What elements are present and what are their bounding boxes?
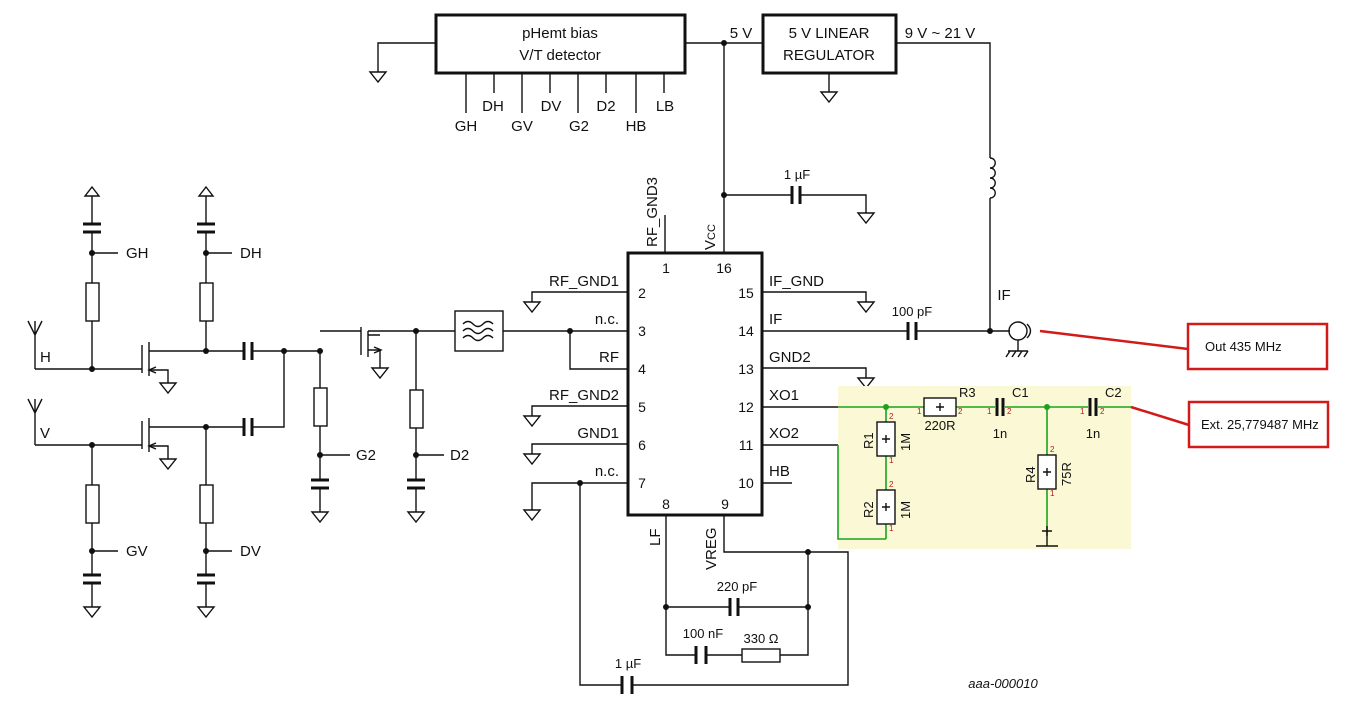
- bias-out-dv: DV: [541, 98, 562, 115]
- bias-out-dh: DH: [482, 98, 504, 115]
- cap-lf2-value: 100 nF: [683, 626, 724, 641]
- ic-pin-3: 3: [638, 323, 646, 339]
- bias-out-g2: G2: [569, 118, 589, 135]
- c2-pin-right: 2: [1100, 407, 1105, 416]
- ic-pin-rf-gnd2-name: RF_GND2: [549, 387, 619, 404]
- ic-pin-13: 13: [738, 361, 754, 377]
- ic-pin-nc3-name: n.c.: [595, 311, 619, 328]
- ic-lf-label: LF: [647, 528, 664, 546]
- ic-pin-xo1-name: XO1: [769, 387, 799, 404]
- c2-ref: C2: [1105, 385, 1122, 400]
- input-label-h: H: [40, 349, 51, 366]
- c2-pin-left: 1: [1080, 407, 1085, 416]
- ic-pin-xo2-name: XO2: [769, 425, 799, 442]
- r2-pin-bottom: 1: [889, 524, 894, 533]
- ic-pin-rf-gnd1-name: RF_GND1: [549, 273, 619, 290]
- cap-bottom-value: 1 µF: [615, 656, 641, 671]
- input-label-v: V: [40, 425, 50, 442]
- ic-pin-8: 8: [662, 496, 670, 512]
- bias-out-lb: LB: [656, 98, 674, 115]
- bias-block-subtitle: V/T detector: [519, 47, 600, 64]
- res-lf-value: 330 Ω: [743, 631, 778, 646]
- ic-pin-9: 9: [721, 496, 729, 512]
- r4-value: 75R: [1059, 462, 1074, 486]
- cap-vcc-value: 1 µF: [784, 167, 810, 182]
- ic-vcc-label: VCC: [702, 224, 719, 250]
- ic-pin-12: 12: [738, 399, 754, 415]
- callout-ext-box: [1187, 400, 1330, 449]
- ic-pin-if-name: IF: [769, 311, 782, 328]
- cap-if-value: 100 pF: [892, 304, 933, 319]
- r3-ref: R3: [959, 385, 976, 400]
- rail-5v-label: 5 V: [730, 25, 753, 42]
- r1-ref: R1: [861, 432, 876, 449]
- supply-range-label: 9 V ~ 21 V: [905, 25, 975, 42]
- bias-out-hb: HB: [626, 118, 647, 135]
- callout-ext-text: Ext. 25,779487 MHz: [1201, 417, 1319, 432]
- regulator-title: 5 V LINEAR: [789, 25, 870, 42]
- bias-label-d2: D2: [450, 447, 469, 464]
- bias-out-gv: GV: [511, 118, 533, 135]
- bias-out-d2: D2: [596, 98, 615, 115]
- ic-pin-rf-gnd3-label: RF_GND3: [644, 177, 661, 247]
- ic-pin-if-gnd-name: IF_GND: [769, 273, 824, 290]
- r1-pin-bottom: 1: [889, 456, 894, 465]
- ic-vreg-label: VREG: [703, 527, 720, 570]
- ic-pin-4: 4: [638, 361, 646, 377]
- ic-pin-15: 15: [738, 285, 754, 301]
- ic-body: RF_GND3 VCC 1 16 8 9 LF VREG 2 3 4 5 6 7…: [626, 177, 764, 570]
- bias-block-title: pHemt bias: [522, 25, 598, 42]
- regulator-subtitle: REGULATOR: [783, 47, 875, 64]
- ic-pin-rf-name: RF: [599, 349, 619, 366]
- r3-pin-left: 1: [917, 407, 922, 416]
- c2-value: 1n: [1086, 426, 1100, 441]
- ic-pin-2: 2: [638, 285, 646, 301]
- if-output-label: IF: [997, 287, 1010, 304]
- r2-ref: R2: [861, 501, 876, 518]
- ic-pin-nc7-name: n.c.: [595, 463, 619, 480]
- ic-pin-6: 6: [638, 437, 646, 453]
- c1-pin-right: 2: [1007, 407, 1012, 416]
- ic-pin-11: 11: [739, 437, 754, 453]
- c1-pin-left: 1: [987, 407, 992, 416]
- ic-pin-gnd1-name: GND1: [577, 425, 619, 442]
- r3-value: 220R: [924, 418, 955, 433]
- ic-pin-gnd2-name: GND2: [769, 349, 811, 366]
- r1-pin-top: 2: [889, 412, 894, 421]
- bias-label-dh: DH: [240, 245, 262, 262]
- bias-label-gv: GV: [126, 543, 148, 560]
- bias-label-gh: GH: [126, 245, 149, 262]
- r1-value: 1M: [898, 433, 913, 451]
- callout-out-text: Out 435 MHz: [1205, 339, 1282, 354]
- bias-out-gh: GH: [455, 118, 478, 135]
- r2-pin-top: 2: [889, 480, 894, 489]
- bias-detector-block: pHemt bias V/T detector GH DH GV DV G2 D…: [368, 13, 687, 135]
- r4-pin-top: 2: [1050, 445, 1055, 454]
- c1-ref: C1: [1012, 385, 1029, 400]
- if-connector: [1008, 321, 1028, 341]
- r4-pin-bottom: 1: [1050, 489, 1055, 498]
- ic-pin-hb-name: HB: [769, 463, 790, 480]
- ic-pin-5: 5: [638, 399, 646, 415]
- ic-pin-1: 1: [662, 260, 670, 276]
- c1-value: 1n: [993, 426, 1007, 441]
- figure-id: aaa-000010: [968, 676, 1038, 691]
- r4-ref: R4: [1023, 466, 1038, 483]
- bias-label-g2: G2: [356, 447, 376, 464]
- bias-label-dv: DV: [240, 543, 261, 560]
- ic-pin-16: 16: [716, 260, 732, 276]
- rf-bandpass-filter: [454, 310, 504, 352]
- ic-pin-10: 10: [738, 475, 754, 491]
- linear-regulator: 5 V LINEAR REGULATOR: [761, 13, 898, 104]
- ic-pin-14: 14: [738, 323, 754, 339]
- supply-inductor: [989, 157, 996, 199]
- crystal-network: R1 1M 2 1 R2 1M 2 1 R3 220R 1 2 C1 1n 1 …: [837, 385, 1131, 549]
- r3-pin-right: 2: [958, 407, 963, 416]
- ic-pin-7: 7: [638, 475, 646, 491]
- callout-out-box: [1186, 322, 1329, 371]
- cap-lf-value: 220 pF: [717, 579, 758, 594]
- r2-value: 1M: [898, 501, 913, 519]
